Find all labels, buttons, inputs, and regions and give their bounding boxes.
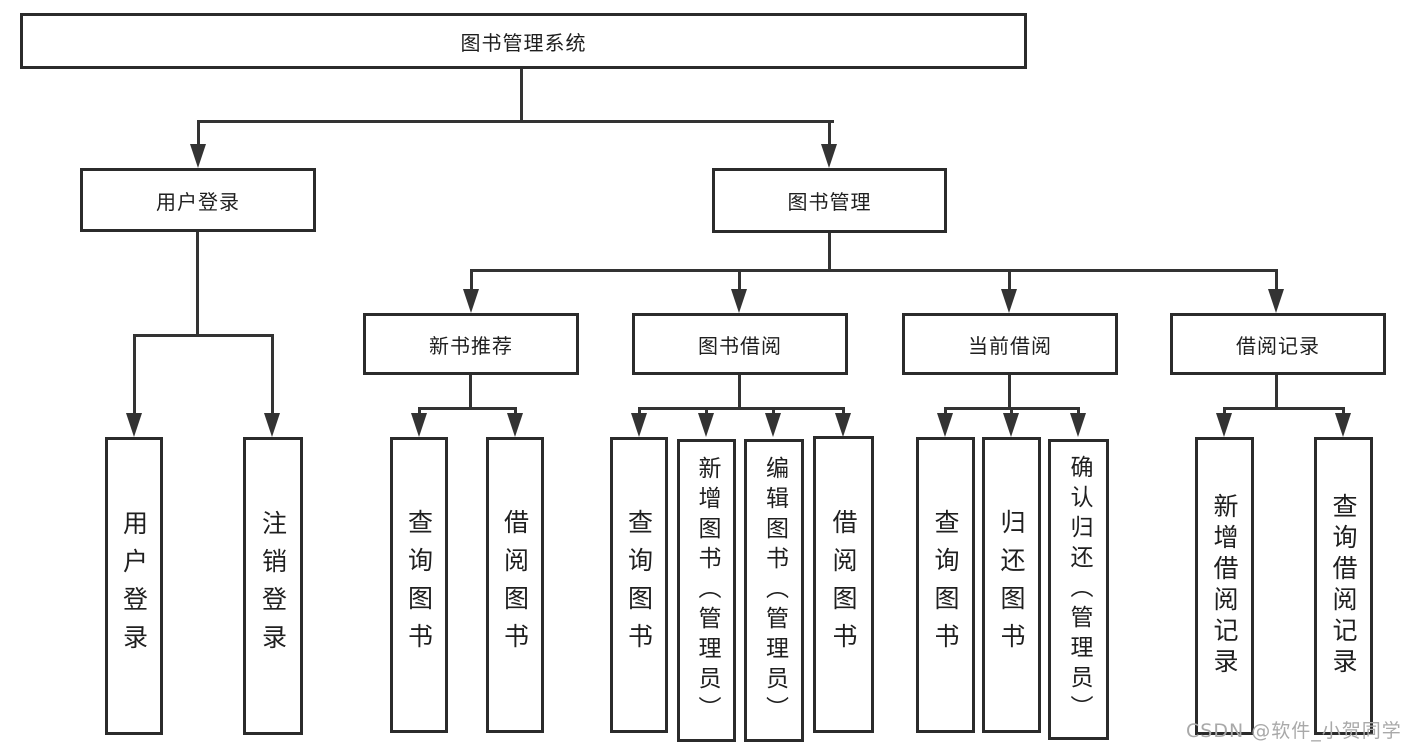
node-label: 编辑图书（管理员）	[761, 455, 788, 726]
connector-vline	[469, 375, 472, 410]
connector-hline	[470, 269, 1278, 272]
connector-vline	[944, 407, 947, 416]
connector-hline	[638, 407, 844, 410]
node-new-book-recommendation: 新书推荐	[363, 313, 579, 375]
node-label: 图书管理系统	[460, 30, 587, 55]
node-book-management: 图书管理	[712, 168, 947, 233]
connector-vline	[772, 407, 775, 416]
arrow-down-icon	[1216, 413, 1232, 437]
leaf-return-books: 归还图书	[982, 437, 1041, 733]
connector-hline	[1223, 407, 1344, 410]
node-label: 查询图书	[931, 509, 960, 661]
connector-vline	[842, 407, 845, 416]
connector-vline	[1008, 375, 1011, 410]
arrow-down-icon	[821, 144, 837, 168]
arrow-down-icon	[1335, 413, 1351, 437]
csdn-watermark: CSDN @软件_小贺同学	[1186, 720, 1402, 742]
node-label: 新增图书（管理员）	[694, 455, 720, 726]
connector-vline	[828, 120, 831, 148]
node-label: 用户登录	[119, 510, 149, 662]
arrow-down-icon	[507, 413, 523, 437]
leaf-query-books-borrowing: 查询图书	[610, 437, 668, 733]
arrow-down-icon	[631, 413, 647, 437]
connector-vline	[197, 120, 200, 148]
connector-vline	[1223, 407, 1226, 416]
connector-vline	[271, 334, 274, 416]
arrow-down-icon	[937, 413, 953, 437]
leaf-query-books-recommend: 查询图书	[390, 437, 448, 733]
connector-vline	[638, 407, 641, 416]
connector-vline	[514, 407, 517, 416]
arrow-down-icon	[1268, 289, 1284, 313]
node-label: 新增借阅记录	[1210, 493, 1239, 679]
arrow-down-icon	[190, 144, 206, 168]
node-label: 查询图书	[404, 509, 434, 661]
connector-vline	[738, 375, 741, 410]
connector-vline	[1077, 407, 1080, 416]
connector-hline	[133, 334, 274, 337]
node-label: 借阅图书	[829, 508, 858, 661]
node-label: 查询图书	[624, 509, 654, 661]
node-label: 新书推荐	[429, 333, 513, 358]
connector-vline	[520, 69, 523, 122]
leaf-logout-login: 注销登录	[243, 437, 303, 735]
connector-vline	[738, 269, 741, 291]
node-label: 借阅图书	[500, 509, 530, 661]
connector-vline	[133, 334, 136, 416]
connector-vline	[1342, 407, 1345, 416]
connector-vline	[1275, 269, 1278, 291]
leaf-confirm-return-admin: 确认归还（管理员）	[1048, 439, 1109, 740]
node-label: 借阅记录	[1236, 333, 1320, 358]
arrow-down-icon	[1001, 289, 1017, 313]
leaf-borrow-books-recommend: 借阅图书	[486, 437, 544, 733]
node-label: 确认归还（管理员）	[1066, 454, 1092, 725]
connector-vline	[196, 232, 199, 336]
arrow-down-icon	[835, 413, 851, 437]
leaf-query-borrow-record: 查询借阅记录	[1314, 437, 1373, 735]
arrow-down-icon	[463, 289, 479, 313]
leaf-query-books-current: 查询图书	[916, 437, 975, 733]
connector-hline	[418, 407, 517, 410]
arrow-down-icon	[731, 289, 747, 313]
connector-vline	[705, 407, 708, 416]
node-library-management-system: 图书管理系统	[20, 13, 1027, 69]
arrow-down-icon	[765, 413, 781, 437]
connector-vline	[1008, 269, 1011, 291]
arrow-down-icon	[264, 413, 280, 437]
arrow-down-icon	[411, 413, 427, 437]
node-book-borrowing: 图书借阅	[632, 313, 848, 375]
node-label: 用户登录	[156, 189, 240, 214]
node-label: 查询借阅记录	[1329, 493, 1358, 679]
leaf-edit-book-admin: 编辑图书（管理员）	[744, 439, 804, 742]
connector-vline	[1275, 375, 1278, 410]
connector-hline	[197, 120, 834, 123]
connector-vline	[828, 233, 831, 272]
connector-vline	[470, 269, 473, 291]
node-borrowing-records: 借阅记录	[1170, 313, 1386, 375]
leaf-add-borrow-record: 新增借阅记录	[1195, 437, 1254, 735]
leaf-user-login: 用户登录	[105, 437, 163, 735]
node-label: 图书管理	[787, 190, 872, 214]
node-label: 注销登录	[258, 510, 288, 662]
leaf-add-book-admin: 新增图书（管理员）	[677, 439, 736, 742]
arrow-down-icon	[126, 413, 142, 437]
node-label: 图书借阅	[698, 333, 782, 358]
connector-vline	[1010, 407, 1013, 416]
node-current-borrowing: 当前借阅	[902, 313, 1118, 375]
arrow-down-icon	[698, 413, 714, 437]
arrow-down-icon	[1003, 413, 1019, 437]
arrow-down-icon	[1070, 413, 1086, 437]
node-user-login: 用户登录	[80, 168, 316, 232]
node-label: 当前借阅	[968, 333, 1052, 358]
node-label: 归还图书	[997, 509, 1026, 661]
connector-vline	[418, 407, 421, 416]
leaf-borrow-books-borrowing: 借阅图书	[813, 436, 874, 733]
